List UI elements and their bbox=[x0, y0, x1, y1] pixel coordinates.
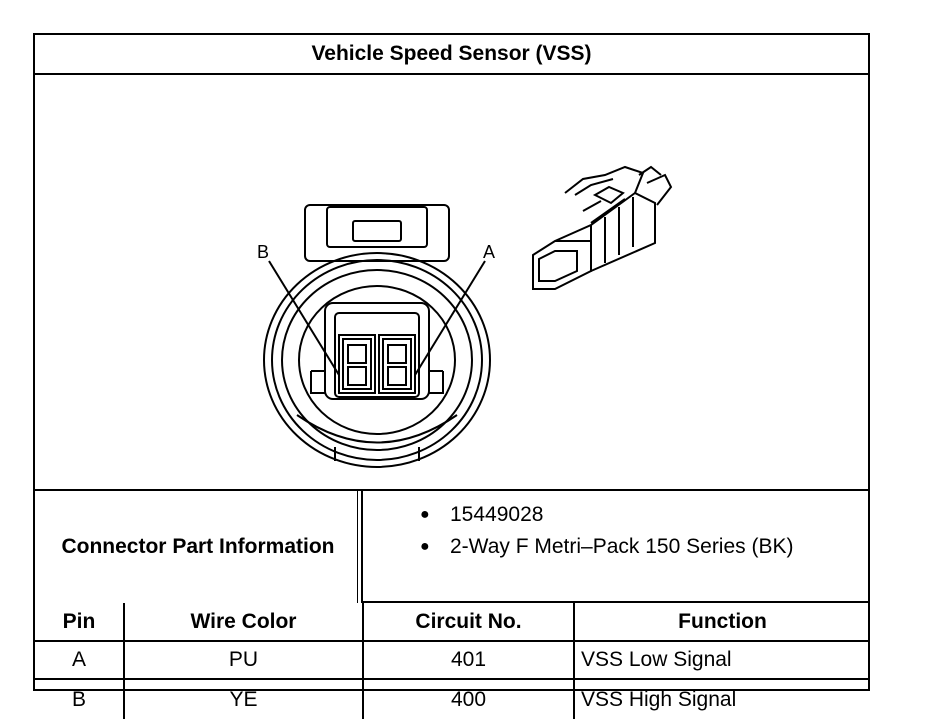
pin-a-leader bbox=[414, 260, 486, 376]
connector-part-info-text: Connector Part Information bbox=[61, 535, 335, 558]
bullet-icon: ● bbox=[420, 538, 430, 555]
pin-label-b: B bbox=[257, 242, 269, 262]
pin-b-leader bbox=[268, 260, 340, 376]
pin-table: Pin Wire Color Circuit No. Function A PU… bbox=[35, 603, 870, 719]
pin-cell: A bbox=[35, 640, 125, 680]
pin-b-cavity bbox=[338, 334, 376, 394]
function-cell: VSS Low Signal bbox=[573, 640, 870, 680]
connector-face-diagram: B A bbox=[257, 165, 673, 468]
connector-sheet: Vehicle Speed Sensor (VSS) bbox=[33, 33, 870, 719]
connector-isometric-sketch bbox=[532, 165, 673, 290]
pin-table-header: Pin Wire Color Circuit No. Function bbox=[35, 603, 870, 642]
table-row: B YE 400 VSS High Signal bbox=[35, 678, 870, 719]
part-number: 15449028 bbox=[450, 503, 544, 526]
pin-label-a: A bbox=[483, 242, 495, 262]
pin-a-cavity bbox=[378, 334, 416, 394]
wire-color-cell: PU bbox=[123, 640, 364, 680]
bullet-icon: ● bbox=[420, 506, 430, 523]
connector-type-item: ● 2-Way F Metri–Pack 150 Series (BK) bbox=[420, 535, 794, 559]
wire-color-cell: YE bbox=[123, 678, 364, 719]
cavity-block bbox=[324, 302, 430, 400]
circuit-no-cell: 401 bbox=[362, 640, 575, 680]
header-pin: Pin bbox=[35, 603, 125, 642]
connector-part-info-label: Connector Part Information bbox=[35, 491, 363, 603]
part-number-item: ● 15449028 bbox=[420, 503, 543, 527]
table-row: A PU 401 VSS Low Signal bbox=[35, 640, 870, 680]
header-function: Function bbox=[573, 603, 870, 642]
function-cell: VSS High Signal bbox=[573, 678, 870, 719]
header-circuit-no: Circuit No. bbox=[362, 603, 575, 642]
connector-part-info-list: ● 15449028 ● 2-Way F Metri–Pack 150 Seri… bbox=[363, 491, 870, 603]
header-wire-color: Wire Color bbox=[123, 603, 364, 642]
circuit-no-cell: 400 bbox=[362, 678, 575, 719]
connector-figure: B A bbox=[35, 75, 868, 491]
connector-type: 2-Way F Metri–Pack 150 Series (BK) bbox=[450, 535, 794, 558]
pin-cell: B bbox=[35, 678, 125, 719]
connector-outer-ring bbox=[263, 252, 491, 468]
sheet-title: Vehicle Speed Sensor (VSS) bbox=[35, 35, 868, 75]
